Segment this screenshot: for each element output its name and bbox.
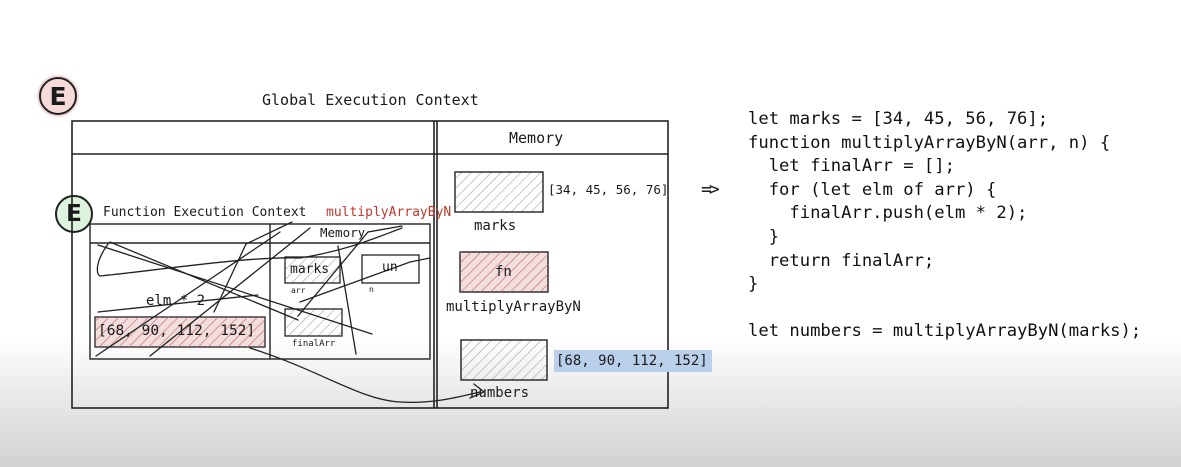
finalarr-memory-box — [284, 308, 343, 337]
function-name: multiplyArrayByN — [326, 205, 452, 220]
multiply-label: multiplyArrayByN — [446, 299, 581, 315]
code-line: let numbers = multiplyArrayByN(marks); — [748, 321, 1142, 342]
code-line: } — [748, 274, 759, 295]
code-block: let marks = [34, 45, 56, 76]; function m… — [748, 108, 1141, 344]
result-value: [68, 90, 112, 152] — [98, 323, 256, 339]
numbers-value-highlight — [554, 350, 712, 372]
finalarr-label: finalArr — [292, 339, 336, 349]
code-line: function multiplyArrayByN(arr, n) { — [748, 132, 1111, 153]
arrow-sign: => — [701, 179, 720, 200]
function-memory-header: Memory — [320, 225, 366, 240]
global-context-title: Global Execution Context — [262, 91, 479, 109]
code-line: } — [748, 226, 780, 247]
global-memory-header: Memory — [509, 129, 564, 147]
n-memory-box — [361, 254, 420, 284]
arr-memory-box — [284, 256, 341, 284]
marks-label: marks — [474, 218, 517, 234]
multiply-value: fn — [495, 264, 512, 280]
code-line — [748, 297, 1141, 321]
global-context-box — [71, 120, 669, 409]
marks-memory-box — [454, 171, 544, 213]
function-context-box — [89, 223, 431, 360]
arr-label: arr — [291, 286, 306, 295]
code-line: finalArr.push(elm * 2); — [748, 203, 1028, 224]
marks-value: [34, 45, 56, 76] — [548, 182, 669, 197]
expression-label: elm * 2 — [146, 293, 206, 309]
numbers-label: numbers — [470, 385, 530, 401]
global-context-badge: E — [39, 77, 77, 115]
arr-value: marks — [290, 262, 330, 277]
n-label: n — [369, 285, 374, 294]
code-line: return finalArr; — [748, 250, 935, 271]
code-line: for (let elm of arr) { — [748, 179, 997, 200]
n-value: un — [382, 260, 398, 275]
code-line: let finalArr = []; — [748, 156, 955, 177]
numbers-value: [68, 90, 112, 152] — [556, 353, 708, 369]
scribble-lines — [95, 221, 486, 404]
function-context-title: Function Execution Context — [103, 205, 307, 220]
function-context-badge: E — [55, 195, 93, 233]
numbers-memory-box — [460, 339, 548, 381]
code-line: let marks = [34, 45, 56, 76]; — [748, 109, 1049, 129]
